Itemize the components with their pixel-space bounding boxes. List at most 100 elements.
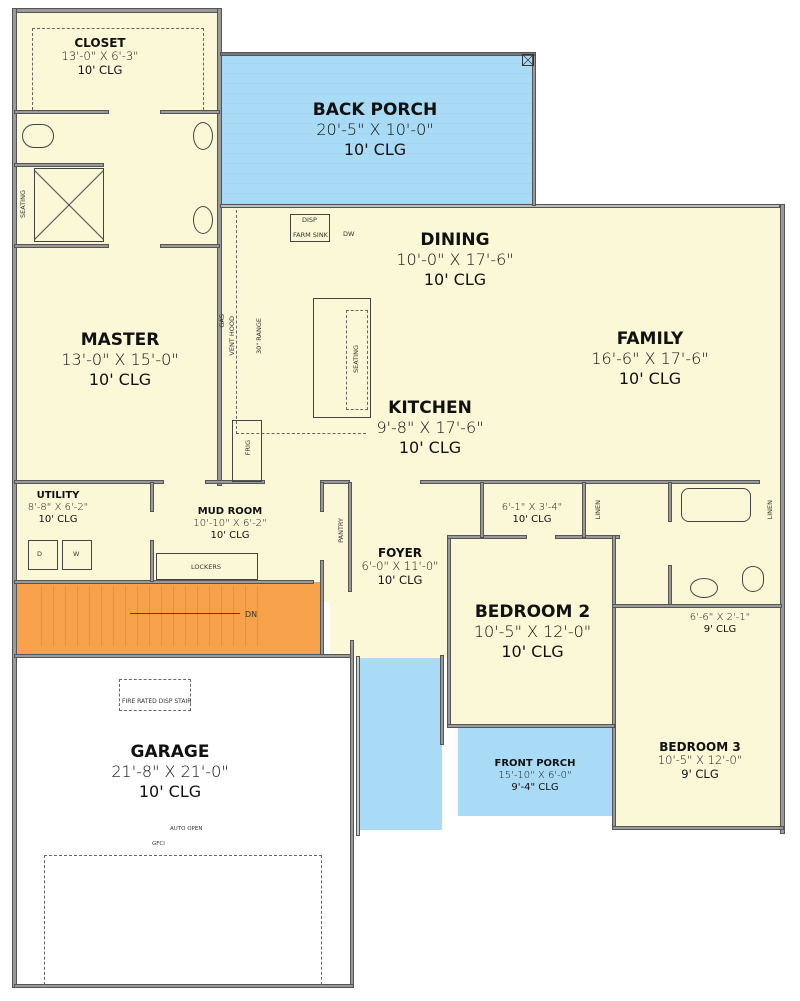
room-label-master: MASTER 13'-0" X 15'-0" 10' CLG bbox=[40, 330, 200, 389]
range-label: 30" RANGE bbox=[255, 318, 263, 355]
room-dimensions: 20'-5" X 10'-0" bbox=[316, 120, 434, 140]
wall bbox=[14, 244, 109, 248]
farm-sink-label: FARM SINK bbox=[293, 231, 328, 239]
room-ceiling: 9'-4" CLG bbox=[511, 782, 559, 793]
room-ceiling: 10' CLG bbox=[501, 641, 564, 661]
wall bbox=[320, 480, 350, 484]
pantry-label: PANTRY bbox=[337, 518, 345, 543]
washer bbox=[62, 540, 92, 570]
bathtub bbox=[681, 488, 751, 522]
room-name: BEDROOM 3 bbox=[659, 740, 741, 754]
room-ceiling: 10' CLG bbox=[398, 437, 462, 457]
wall bbox=[532, 54, 536, 206]
closet-area bbox=[14, 10, 220, 112]
room-label-mud-room: MUD ROOM 10'-10" X 6'-2" 10' CLG bbox=[180, 506, 280, 542]
room-name: UTILITY bbox=[36, 490, 80, 501]
back-porch-area bbox=[220, 54, 534, 206]
lockers bbox=[156, 553, 258, 580]
room-label-dining: DINING 10'-0" X 17'-6" 10' CLG bbox=[380, 230, 530, 289]
wall bbox=[668, 565, 672, 605]
vanity-master-2 bbox=[193, 206, 213, 234]
room-ceiling: 10' CLG bbox=[77, 63, 123, 78]
garage-area bbox=[14, 656, 352, 986]
lockers-label: LOCKERS bbox=[191, 563, 222, 571]
room-name: KITCHEN bbox=[388, 398, 472, 418]
wall bbox=[14, 580, 314, 584]
wall bbox=[555, 535, 620, 539]
disp-label: DISP bbox=[302, 216, 317, 224]
wall bbox=[150, 482, 154, 512]
room-label-foyer: FOYER 6'-0" X 11'-0" 10' CLG bbox=[350, 546, 450, 588]
room-dimensions: 9'-8" X 17'-6" bbox=[376, 418, 484, 438]
vanity-master-1 bbox=[193, 122, 213, 150]
wall bbox=[612, 535, 616, 830]
wall bbox=[440, 655, 444, 745]
wall bbox=[205, 480, 265, 484]
room-ceiling: 10' CLG bbox=[377, 573, 423, 588]
room-label-garage: GARAGE 21'-8" X 21'-0" 10' CLG bbox=[90, 742, 250, 801]
wall bbox=[668, 482, 672, 522]
linen-label: LINEN bbox=[594, 500, 602, 520]
room-dimensions: 21'-8" X 21'-0" bbox=[111, 762, 229, 782]
wall bbox=[320, 482, 324, 512]
utility-area bbox=[14, 482, 152, 582]
room-label-bath-closet: 6'-6" X 2'-1" 9' CLG bbox=[680, 612, 760, 636]
wall bbox=[320, 560, 324, 656]
wall bbox=[160, 244, 220, 248]
dryer bbox=[28, 540, 58, 570]
wall bbox=[14, 163, 104, 167]
room-name: FAMILY bbox=[616, 329, 684, 349]
room-label-utility: UTILITY 8'-8" X 6'-2" 10' CLG bbox=[18, 490, 98, 526]
mudroom-area bbox=[152, 482, 322, 582]
gas-label: GAS bbox=[218, 314, 226, 328]
seating-island-label: SEATING bbox=[352, 345, 360, 373]
room-name: MUD ROOM bbox=[197, 506, 263, 517]
entry-walk-area bbox=[360, 658, 442, 830]
toilet-bath bbox=[742, 566, 764, 592]
washer-label: W bbox=[73, 550, 80, 558]
room-label-back-porch: BACK PORCH 20'-5" X 10'-0" 10' CLG bbox=[290, 100, 460, 159]
room-dimensions: 10'-5" X 12'-0" bbox=[657, 753, 743, 768]
room-dimensions: 10'-0" X 17'-6" bbox=[396, 250, 514, 270]
toilet-master bbox=[22, 124, 54, 148]
auto-open-label: AUTO OPEN bbox=[170, 826, 203, 832]
dw-label: DW bbox=[343, 230, 355, 238]
wall bbox=[14, 984, 354, 988]
room-label-kitchen: KITCHEN 9'-8" X 17'-6" 10' CLG bbox=[355, 398, 505, 457]
wall bbox=[447, 535, 527, 539]
room-name: MASTER bbox=[80, 330, 160, 350]
stair-down-label: DN bbox=[245, 610, 258, 619]
island-seating bbox=[346, 310, 368, 410]
room-dimensions: 10'-10" X 6'-2" bbox=[193, 518, 267, 529]
vent-hood-label: VENT HOOD bbox=[228, 316, 236, 356]
wall bbox=[14, 654, 354, 658]
room-name: GARAGE bbox=[130, 742, 210, 762]
room-ceiling: 10' CLG bbox=[88, 369, 152, 389]
room-dimensions: 10'-5" X 12'-0" bbox=[473, 622, 592, 642]
kitchen-island bbox=[313, 298, 371, 418]
wall bbox=[14, 480, 164, 484]
wall bbox=[232, 420, 262, 482]
dryer-label: D bbox=[37, 550, 43, 558]
room-dimensions: 6'-6" X 2'-1" bbox=[689, 612, 751, 623]
gfci-label: GFCI bbox=[152, 841, 165, 847]
room-dimensions: 15'-10" X 6'-0" bbox=[498, 770, 572, 781]
room-ceiling: 10' CLG bbox=[138, 781, 202, 801]
wall bbox=[582, 482, 586, 538]
room-label-bedroom3: BEDROOM 3 10'-5" X 12'-0" 9' CLG bbox=[640, 740, 760, 782]
room-ceiling: 10' CLG bbox=[618, 368, 682, 388]
room-name: BEDROOM 2 bbox=[474, 602, 591, 622]
front-porch-area bbox=[458, 728, 615, 816]
room-name: CLOSET bbox=[74, 36, 126, 50]
wall bbox=[350, 640, 354, 988]
wall bbox=[356, 656, 360, 836]
room-ceiling: 9' CLG bbox=[703, 624, 737, 635]
garage-door-outline bbox=[44, 855, 322, 985]
wall bbox=[14, 110, 109, 114]
frig-label: FRIG bbox=[244, 440, 252, 456]
room-name: FOYER bbox=[377, 546, 423, 560]
room-dimensions: 6'-1" X 3'-4" bbox=[501, 502, 563, 513]
bedroom3-area bbox=[615, 600, 782, 830]
room-dimensions: 6'-0" X 11'-0" bbox=[361, 559, 439, 574]
